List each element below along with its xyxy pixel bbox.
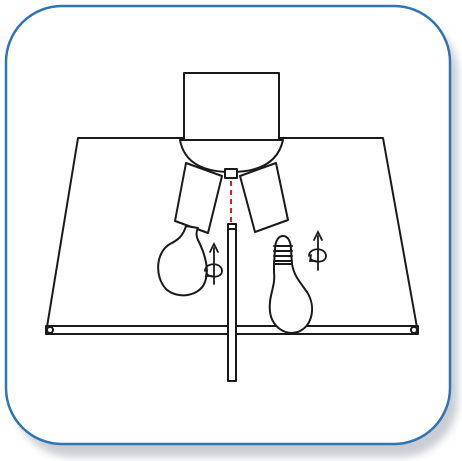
bulb-thread-icon (273, 245, 293, 262)
installed-bulb-icon (157, 225, 208, 297)
rotate-arrow-right-icon (308, 229, 327, 271)
rotate-arrow-left-icon (204, 241, 223, 285)
center-rod-icon (227, 223, 237, 382)
right-socket-icon (239, 162, 289, 233)
center-connector-icon (224, 168, 238, 179)
rim-rivet-left-icon (46, 326, 54, 334)
left-socket-icon (174, 162, 223, 234)
rim-rivet-right-icon (410, 326, 418, 334)
loose-bulb-icon (268, 263, 314, 334)
lamp-housing-icon (183, 72, 280, 141)
